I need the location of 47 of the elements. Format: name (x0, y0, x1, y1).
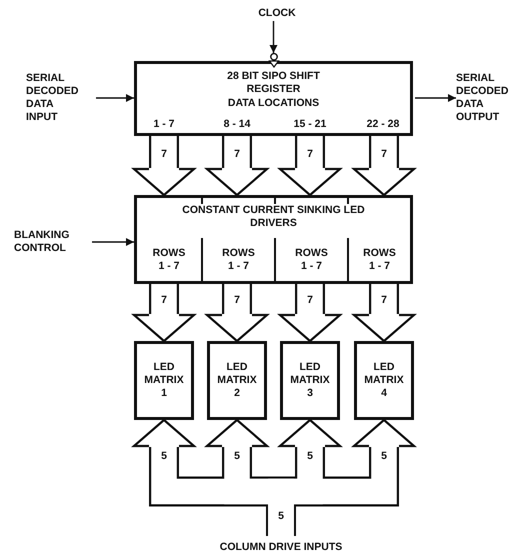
text-label: CLOCK (258, 7, 296, 20)
edge-label: 7 (233, 148, 241, 160)
driver-section: ROWS 1 - 7 (274, 238, 347, 281)
led-matrix-box: LED MATRIX 1 (134, 341, 194, 420)
led-matrix-box: LED MATRIX 2 (207, 341, 267, 420)
text-label: SERIAL DECODED DATA OUTPUT (456, 72, 509, 124)
edge-label: 7 (306, 148, 314, 160)
edge-label: 7 (380, 294, 388, 306)
bit-range-label: 22 - 28 (366, 118, 400, 131)
block-arrow (352, 281, 416, 342)
arrow (415, 94, 456, 102)
block-title: CONSTANT CURRENT SINKING LED DRIVERS (181, 204, 366, 230)
bit-range-label: 8 - 14 (224, 118, 250, 131)
text-label: COLUMN DRIVE INPUTS (220, 541, 342, 554)
driver-section: ROWS 1 - 7 (137, 238, 201, 281)
block-arrow (278, 136, 342, 196)
edge-label: 5 (160, 450, 168, 462)
led-matrix-box: LED MATRIX 4 (354, 341, 414, 420)
arrow (92, 238, 134, 246)
edge-label: 7 (306, 294, 314, 306)
text-label: BLANKING CONTROL (14, 229, 70, 255)
led-matrix-box: LED MATRIX 3 (280, 341, 340, 420)
edge-label: 7 (233, 294, 241, 306)
arrow (96, 94, 134, 102)
block-subtitle: DATA LOCATIONS (226, 97, 320, 110)
edge-label: 7 (160, 294, 168, 306)
edge-label: 5 (233, 450, 241, 462)
block-arrow (132, 281, 196, 342)
bit-range-label: 15 - 21 (294, 118, 326, 131)
driver-section: ROWS 1 - 7 (201, 238, 274, 281)
text-label: SERIAL DECODED DATA INPUT (26, 72, 79, 124)
arrow (270, 21, 278, 53)
bus-width-label: 5 (277, 510, 285, 522)
edge-label: 7 (380, 148, 388, 160)
driver-section: ROWS 1 - 7 (347, 238, 410, 281)
block-arrow (206, 281, 268, 342)
edge-label: 5 (380, 450, 388, 462)
block-arrow (352, 136, 416, 196)
edge-label: 5 (306, 450, 314, 462)
bit-range-label: 1 - 7 (154, 118, 174, 131)
block-arrow (132, 136, 196, 196)
block-title: 28 BIT SIPO SHIFT REGISTER (226, 70, 321, 96)
driver-block-box (134, 195, 413, 284)
edge-label: 7 (160, 148, 168, 160)
shift-register-box (134, 61, 413, 136)
block-arrow (206, 136, 268, 196)
block-arrow (278, 281, 342, 342)
